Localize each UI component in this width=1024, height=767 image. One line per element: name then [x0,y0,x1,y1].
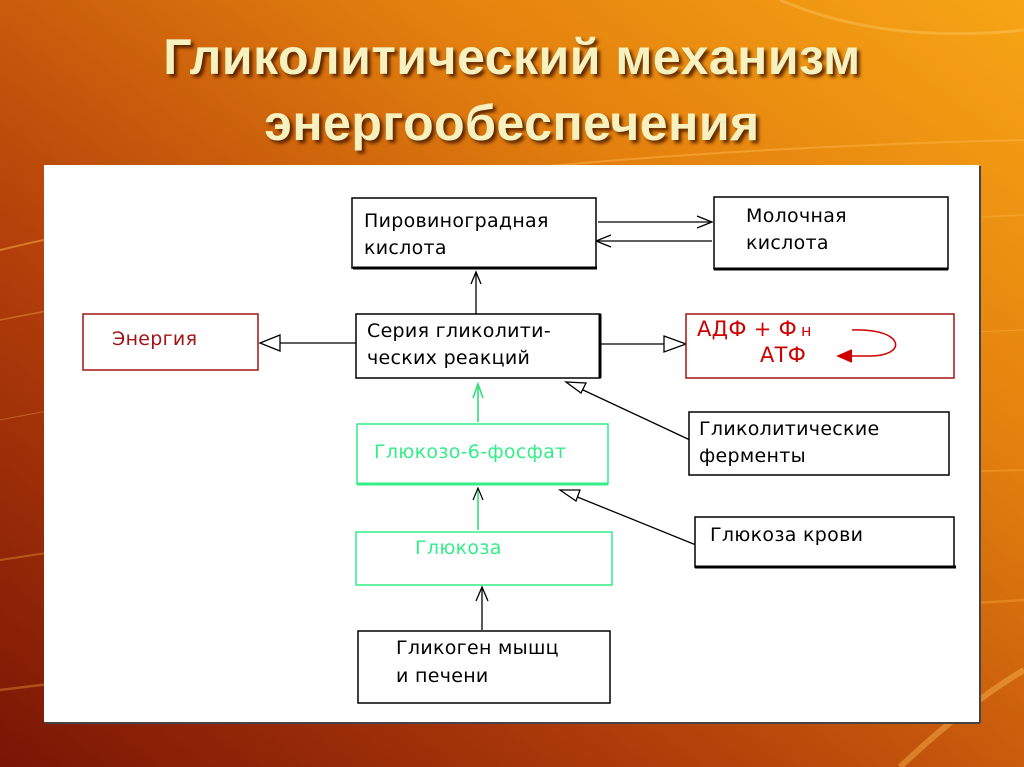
label-glycogen-line-1: Гликоген мышц [396,637,559,659]
cycle-arrow-head [836,349,853,363]
arrow-head [696,215,714,229]
arrow-head [563,381,588,394]
slide-title-line-1: Гликолитический механизм [163,29,861,85]
box-pyruvic-acid [351,197,597,269]
background-swirl [779,0,1024,36]
label-glycogen-line-2: и печени [396,665,489,687]
arrow-head [475,585,489,602]
arrow-head [663,335,688,353]
label-glucose: Глюкоза [415,537,502,559]
arrow-head [472,381,484,399]
label-lactic-line-1: Молочная [746,205,847,227]
label-pyruvic-line-2: кислота [364,237,447,259]
box-glycolytic-enzymes [688,411,950,476]
label-blood-glucose: Глюкоза крови [710,524,863,546]
label-phosphate-subscript: н [801,321,812,340]
label-pyruvic-line-1: Пировиноградная [364,210,549,232]
arrow-head [258,334,281,352]
label-enzymes-line-2: ферменты [699,445,806,467]
label-lactic-line-2: кислота [746,232,829,254]
box-blood-glucose [694,516,955,568]
box-glycogen [357,630,611,704]
box-adp-atp [685,313,955,379]
slide-title-line-2: энергообеспечения [264,95,760,151]
label-adp: АДФ + Ф [697,317,797,341]
arrow-blood-glucose-to-g6p [559,489,697,546]
box-glycolytic-reactions [355,313,601,379]
arrow-head [557,489,581,503]
box-glucose [355,531,613,586]
label-energy: Энергия [112,328,197,350]
label-g6p: Глюкозо-6-фосфат [374,441,566,463]
label-atp: АТФ [760,343,806,367]
label-series-line-2: ческих реакций [367,347,530,369]
box-glucose-6-phosphate [356,423,609,485]
arrow-head [472,486,484,501]
label-series-line-1: Серия гликолити- [367,320,551,342]
arrow-head [470,270,482,285]
arrow-enzymes-to-series [565,381,691,441]
box-energy [82,313,259,371]
cycle-arrow [840,329,897,357]
box-lactic-acid [713,196,949,270]
label-enzymes-line-1: Гликолитические [699,418,879,440]
